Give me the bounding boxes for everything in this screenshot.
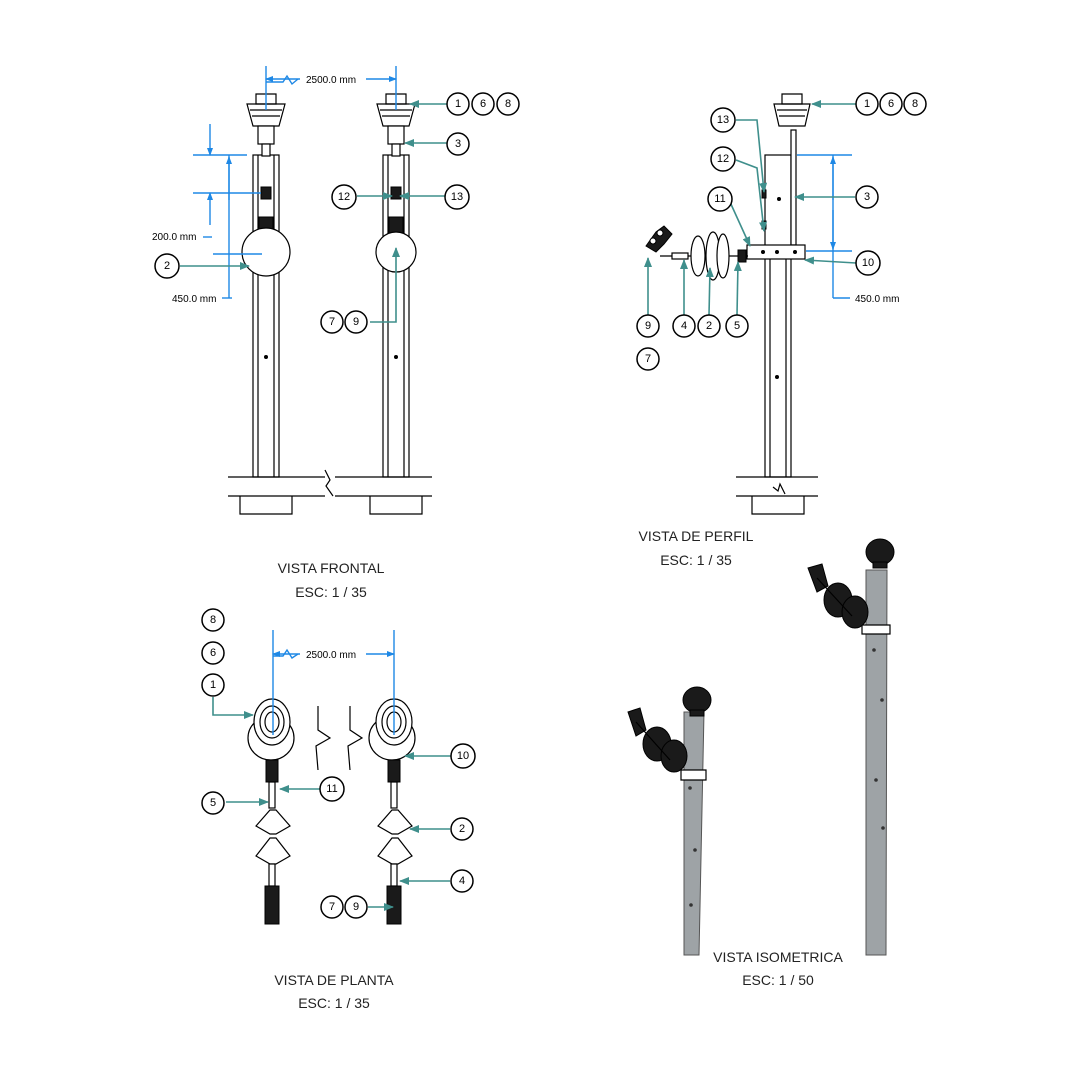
profile-balloon-12: 12 (710, 146, 736, 172)
front-view-scale: ESC: 1 / 35 (295, 584, 367, 600)
svg-text:6: 6 (480, 98, 486, 110)
plan-balloon-6: 6 (201, 641, 225, 665)
svg-text:9: 9 (353, 901, 359, 913)
plan-left-assembly (247, 698, 295, 925)
front-span-dimension: 2500.0 mm (306, 75, 356, 86)
front-balloon-6: 6 (471, 92, 495, 116)
front-balloon-13: 13 (444, 184, 470, 210)
profile-balloon-2: 2 (697, 314, 721, 338)
profile-450-dimension: 450.0 mm (855, 294, 899, 305)
profile-view-title: VISTA DE PERFIL (639, 528, 754, 544)
svg-text:7: 7 (329, 901, 335, 913)
plan-balloon-9: 9 (344, 895, 368, 919)
svg-text:12: 12 (338, 191, 350, 203)
svg-text:4: 4 (681, 320, 687, 332)
svg-text:11: 11 (326, 783, 337, 795)
svg-text:6: 6 (888, 98, 894, 110)
front-balloon-9: 9 (344, 310, 368, 334)
plan-view: 2500.0 mm 8 6 1 10 11 5 2 4 7 9 VISTA DE… (201, 608, 476, 1011)
svg-text:8: 8 (210, 614, 216, 626)
plan-view-title: VISTA DE PLANTA (274, 972, 394, 988)
plan-view-scale: ESC: 1 / 35 (298, 995, 370, 1011)
svg-text:6: 6 (210, 647, 216, 659)
profile-view-scale: ESC: 1 / 35 (660, 552, 732, 568)
profile-balloon-8: 8 (903, 92, 927, 116)
svg-text:3: 3 (864, 191, 870, 203)
plan-balloon-7: 7 (320, 895, 344, 919)
front-450-dimension: 450.0 mm (172, 294, 216, 305)
svg-text:3: 3 (455, 138, 461, 150)
front-balloon-8: 8 (496, 92, 520, 116)
svg-text:7: 7 (329, 316, 335, 328)
profile-balloon-13: 13 (710, 107, 736, 133)
iso-right-pole (807, 538, 895, 956)
plan-right-assembly (368, 698, 416, 925)
svg-text:12: 12 (717, 153, 729, 165)
svg-text:1: 1 (864, 98, 870, 110)
svg-text:2: 2 (164, 260, 170, 272)
svg-text:9: 9 (353, 316, 359, 328)
svg-text:2: 2 (459, 823, 465, 835)
profile-balloon-1: 1 (855, 92, 879, 116)
svg-text:5: 5 (210, 797, 216, 809)
profile-balloon-9: 9 (636, 314, 660, 338)
svg-text:4: 4 (459, 875, 465, 887)
svg-text:5: 5 (734, 320, 740, 332)
profile-balloon-7: 7 (636, 347, 660, 371)
isometric-view: VISTA ISOMETRICA ESC: 1 / 50 (627, 538, 895, 988)
svg-text:1: 1 (210, 679, 216, 691)
profile-view: 450.0 mm 1 6 8 13 12 11 3 10 9 7 4 2 5 V… (636, 92, 927, 568)
front-left-pole (241, 93, 291, 478)
profile-balloon-11: 11 (707, 186, 733, 212)
plan-balloon-8: 8 (201, 608, 225, 632)
svg-text:7: 7 (645, 353, 651, 365)
svg-text:11: 11 (714, 193, 725, 205)
plan-span-dimension: 2500.0 mm (306, 650, 356, 661)
svg-text:13: 13 (717, 114, 729, 126)
profile-balloon-10: 10 (855, 250, 881, 276)
front-balloon-7: 7 (320, 310, 344, 334)
profile-balloon-4: 4 (672, 314, 696, 338)
svg-text:9: 9 (645, 320, 651, 332)
front-balloon-2: 2 (154, 253, 180, 279)
svg-text:13: 13 (451, 191, 463, 203)
svg-text:10: 10 (457, 750, 469, 762)
plan-balloon-11: 11 (319, 776, 345, 802)
svg-text:8: 8 (912, 98, 918, 110)
profile-balloon-3: 3 (855, 185, 879, 209)
front-balloon-3: 3 (446, 132, 470, 156)
plan-balloon-1: 1 (201, 673, 225, 697)
profile-balloon-6: 6 (879, 92, 903, 116)
front-view: 2500.0 mm 200.0 mm 450.0 mm 1 6 8 3 12 1… (152, 66, 520, 600)
front-view-title: VISTA FRONTAL (278, 560, 385, 576)
profile-balloon-5: 5 (725, 314, 749, 338)
svg-text:10: 10 (862, 257, 874, 269)
plan-balloon-2: 2 (450, 817, 474, 841)
svg-text:2: 2 (706, 320, 712, 332)
svg-text:1: 1 (455, 98, 461, 110)
front-balloon-12: 12 (331, 184, 357, 210)
iso-view-scale: ESC: 1 / 50 (742, 972, 814, 988)
front-200-dimension: 200.0 mm (152, 232, 196, 243)
front-balloon-1: 1 (446, 92, 470, 116)
svg-text:8: 8 (505, 98, 511, 110)
plan-balloon-10: 10 (450, 743, 476, 769)
iso-left-pole (627, 686, 712, 956)
iso-view-title: VISTA ISOMETRICA (713, 949, 843, 965)
plan-balloon-4: 4 (450, 869, 474, 893)
plan-balloon-5: 5 (201, 791, 225, 815)
